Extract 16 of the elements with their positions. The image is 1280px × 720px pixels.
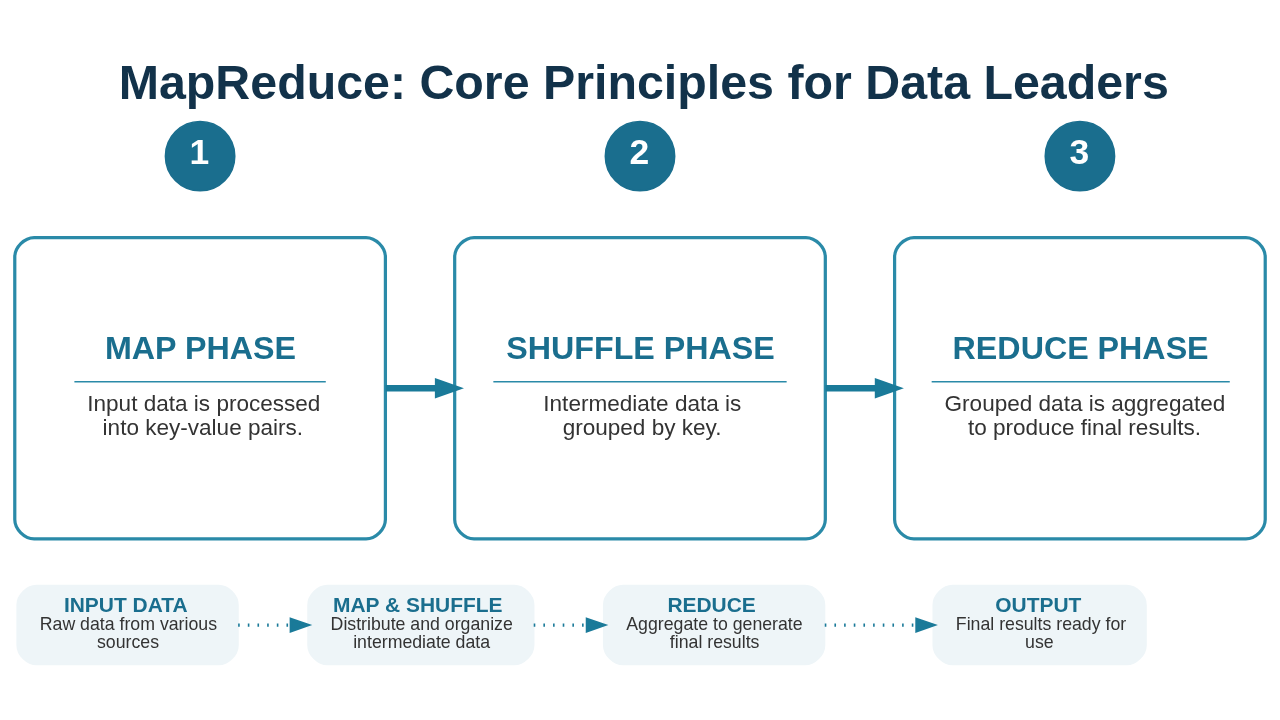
diagram-title: MapReduce: Core Principles for Data Leaders xyxy=(118,54,1169,109)
arrow xyxy=(825,378,904,399)
node-box: REDUCE Aggregate to generate final results xyxy=(602,584,826,666)
node-box: SHUFFLE PHASE Intermediate data is grouped by key. xyxy=(453,235,827,541)
node-circle: 3 xyxy=(1044,120,1116,192)
node-box: INPUT DATA Raw data from various sources xyxy=(16,584,239,666)
node-box: MAP & SHUFFLE Distribute and organize intermediate data xyxy=(307,584,535,666)
arrow xyxy=(533,617,609,633)
arrow xyxy=(238,617,313,633)
arrow xyxy=(385,378,464,399)
node-box: OUTPUT Final results ready for use xyxy=(932,584,1147,666)
node-box: REDUCE PHASE Grouped data is aggregated to produce final results. xyxy=(893,235,1267,541)
node-circle: 2 xyxy=(604,120,676,192)
node-box: MAP PHASE Input data is processed into key-value pairs. xyxy=(13,235,387,541)
arrow xyxy=(824,617,938,633)
node-circle: 1 xyxy=(164,120,236,192)
